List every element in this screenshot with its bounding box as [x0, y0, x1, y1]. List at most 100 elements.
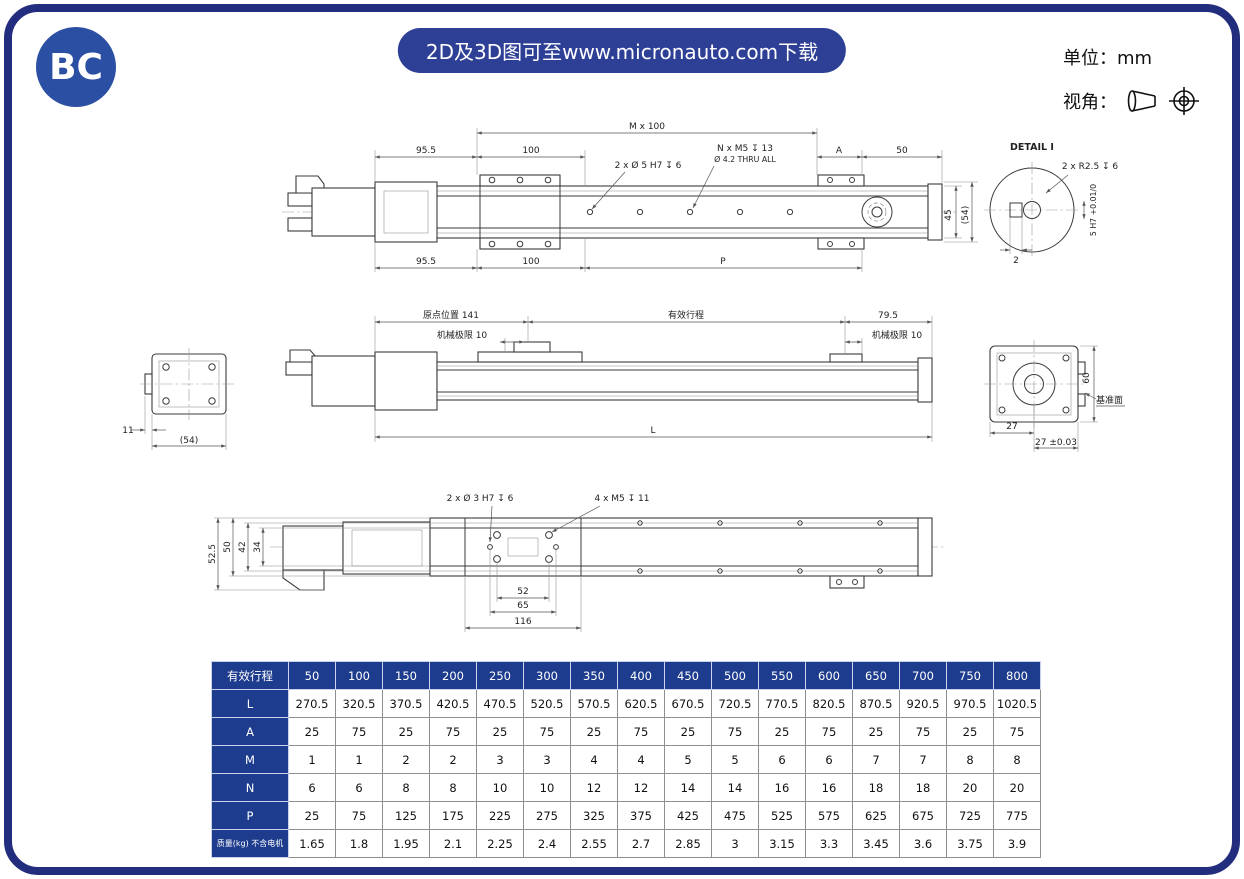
table-cell: 8: [993, 745, 1041, 774]
table-cell: 8: [429, 773, 477, 802]
dim-116: 116: [514, 617, 531, 627]
table-cell: 25: [852, 717, 900, 746]
table-cell: 3.6: [899, 829, 947, 858]
table-col-header: 500: [711, 661, 759, 690]
bc-badge-label: BC: [49, 46, 103, 88]
table-col-header: 200: [429, 661, 477, 690]
table-cell: 75: [617, 717, 665, 746]
detail-view: DETAIL I 2 x R2.5 ↧ 6 2 5 H7 +0.01/0: [984, 142, 1118, 266]
table-cell: 2.25: [476, 829, 524, 858]
table-cell: 3: [476, 745, 524, 774]
table-cell: 370.5: [382, 689, 430, 718]
table-cell: 2: [429, 745, 477, 774]
table-cell: 8: [946, 745, 994, 774]
table-cell: 470.5: [476, 689, 524, 718]
table-cell: 3: [711, 829, 759, 858]
table-cell: 25: [288, 801, 336, 830]
table-cell: 75: [523, 717, 571, 746]
table-cell: 675: [899, 801, 947, 830]
table-col-header: 100: [335, 661, 383, 690]
table-cell: 320.5: [335, 689, 383, 718]
table-cell: 575: [805, 801, 853, 830]
table-cell: 420.5: [429, 689, 477, 718]
table-cell: 25: [664, 717, 712, 746]
table-cell: 625: [852, 801, 900, 830]
projection-row: 视角：: [1063, 86, 1199, 116]
table-cell: 1020.5: [993, 689, 1041, 718]
dim-27: 27: [1006, 422, 1017, 432]
table-row-header: N: [211, 773, 289, 802]
table-cell: 425: [664, 801, 712, 830]
download-banner-text: 2D及3D图可至www.micronauto.com下载: [425, 40, 819, 64]
bottom-view: 52.5 50 42 34 2 x Ø 3 H7 ↧ 6 4 x M5 ↧ 11…: [208, 493, 945, 632]
table-cell: 5: [664, 745, 712, 774]
table-cell: 75: [711, 717, 759, 746]
table-col-header: 700: [899, 661, 947, 690]
table-col-header: 250: [476, 661, 524, 690]
table-row-header: 质量(kg) 不含电机: [211, 829, 289, 858]
table-cell: 20: [946, 773, 994, 802]
table-cell: 25: [476, 717, 524, 746]
note-dowel-holes: 2 x Ø 5 H7 ↧ 6: [615, 160, 682, 171]
table-cell: 725: [946, 801, 994, 830]
table-cell: 770.5: [758, 689, 806, 718]
table-col-header: 400: [617, 661, 665, 690]
table-col-header: 300: [523, 661, 571, 690]
table-cell: 125: [382, 801, 430, 830]
dim-l: L: [650, 426, 655, 436]
note-tap-bottom: 4 x M5 ↧ 11: [595, 494, 650, 504]
table-cell: 75: [429, 717, 477, 746]
table-cell: 720.5: [711, 689, 759, 718]
table-cell: 75: [993, 717, 1041, 746]
table-cell: 75: [335, 801, 383, 830]
bc-badge: BC: [36, 27, 116, 107]
dim-2: 2: [1013, 256, 1019, 266]
table-cell: 475: [711, 801, 759, 830]
dim-54: (54): [961, 206, 971, 224]
table-cell: 3.15: [758, 829, 806, 858]
dim-60: 60: [1082, 372, 1092, 384]
projection-label: 视角：: [1063, 92, 1117, 113]
table-cell: 20: [993, 773, 1041, 802]
table-cell: 225: [476, 801, 524, 830]
table-row-header: L: [211, 689, 289, 718]
table-col-header: 150: [382, 661, 430, 690]
detail-title: DETAIL I: [1010, 142, 1054, 153]
table-cell: 270.5: [288, 689, 336, 718]
table-cell: 6: [758, 745, 806, 774]
table-cell: 5: [711, 745, 759, 774]
table-cell: 3.3: [805, 829, 853, 858]
table-cell: 14: [711, 773, 759, 802]
table-cell: 25: [288, 717, 336, 746]
table-col-header: 600: [805, 661, 853, 690]
table-cell: 25: [382, 717, 430, 746]
table-cell: 870.5: [852, 689, 900, 718]
dim-50: 50: [896, 146, 908, 156]
table-cell: 2.7: [617, 829, 665, 858]
table-cell: 2.4: [523, 829, 571, 858]
table-cell: 2.1: [429, 829, 477, 858]
table-cell: 25: [758, 717, 806, 746]
dim-52: 52: [517, 587, 528, 597]
table-cell: 4: [617, 745, 665, 774]
table-cell: 570.5: [570, 689, 618, 718]
table-cell: 7: [899, 745, 947, 774]
table-cell: 16: [758, 773, 806, 802]
table-col-header: 800: [993, 661, 1041, 690]
dim-955-bottom: 95.5: [416, 257, 436, 267]
table-cell: 620.5: [617, 689, 665, 718]
table-col-header: 450: [664, 661, 712, 690]
table-cell: 1: [288, 745, 336, 774]
table-cell: 4: [570, 745, 618, 774]
dim-34: 34: [253, 541, 263, 553]
dim-p: P: [720, 257, 726, 267]
top-view: M x 100 95.5 100 A 50 2 x Ø 5 H7 ↧ 6 N x…: [282, 122, 978, 272]
table-cell: 14: [664, 773, 712, 802]
projection-cone-icon: [1127, 90, 1156, 112]
datum-face-label: 基准面: [1096, 394, 1123, 406]
dim-100-bottom: 100: [522, 257, 539, 267]
table-col-header: 750: [946, 661, 994, 690]
table-cell: 75: [899, 717, 947, 746]
table-cell: 525: [758, 801, 806, 830]
